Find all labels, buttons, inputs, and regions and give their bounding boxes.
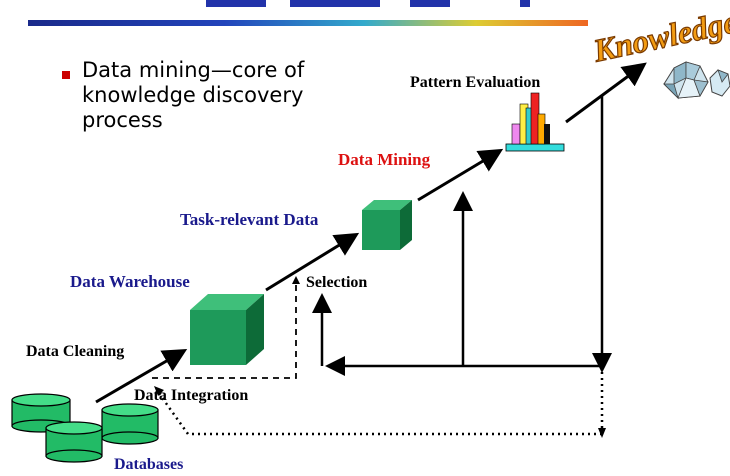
title-fragment	[520, 0, 530, 7]
arrow-task-to-mining	[417, 148, 504, 202]
gem-icon	[663, 61, 730, 100]
arrow-warehouse-to-task	[265, 232, 360, 292]
label-task-relevant-data: Task-relevant Data	[180, 210, 319, 229]
label-data-integration: Data Integration	[134, 387, 249, 404]
bullet-text: Data mining—core of knowledge discovery …	[82, 58, 305, 132]
arrow-db-to-warehouse	[95, 348, 188, 404]
label-databases: Databases	[114, 456, 184, 473]
data-warehouse-cube	[190, 294, 264, 365]
databases-icon	[11, 393, 159, 463]
title-fragment	[206, 0, 266, 7]
label-data-mining: Data Mining	[338, 150, 431, 169]
bullet-marker	[62, 63, 76, 79]
label-pattern-evaluation: Pattern Evaluation	[410, 74, 541, 91]
task-relevant-cube	[362, 200, 412, 250]
integration-dashed-line	[152, 280, 297, 379]
dotted-arrowhead	[154, 386, 164, 396]
dotted-feedback-line	[156, 391, 190, 435]
dotted-arrowhead	[598, 428, 606, 438]
title-fragment	[290, 0, 380, 7]
title-fragment	[410, 0, 450, 7]
knowledge-banner: Knowledge	[589, 2, 730, 69]
label-selection: Selection	[306, 274, 368, 291]
label-data-cleaning: Data Cleaning	[26, 343, 125, 360]
knowledge-text: Knowledge	[589, 3, 730, 69]
bar-chart-icon	[505, 92, 565, 152]
label-data-warehouse: Data Warehouse	[70, 272, 190, 291]
title-gradient-bar	[28, 20, 588, 26]
arrow-mining-to-knowledge	[565, 62, 647, 124]
integration-dashed-arrowhead	[292, 276, 300, 284]
